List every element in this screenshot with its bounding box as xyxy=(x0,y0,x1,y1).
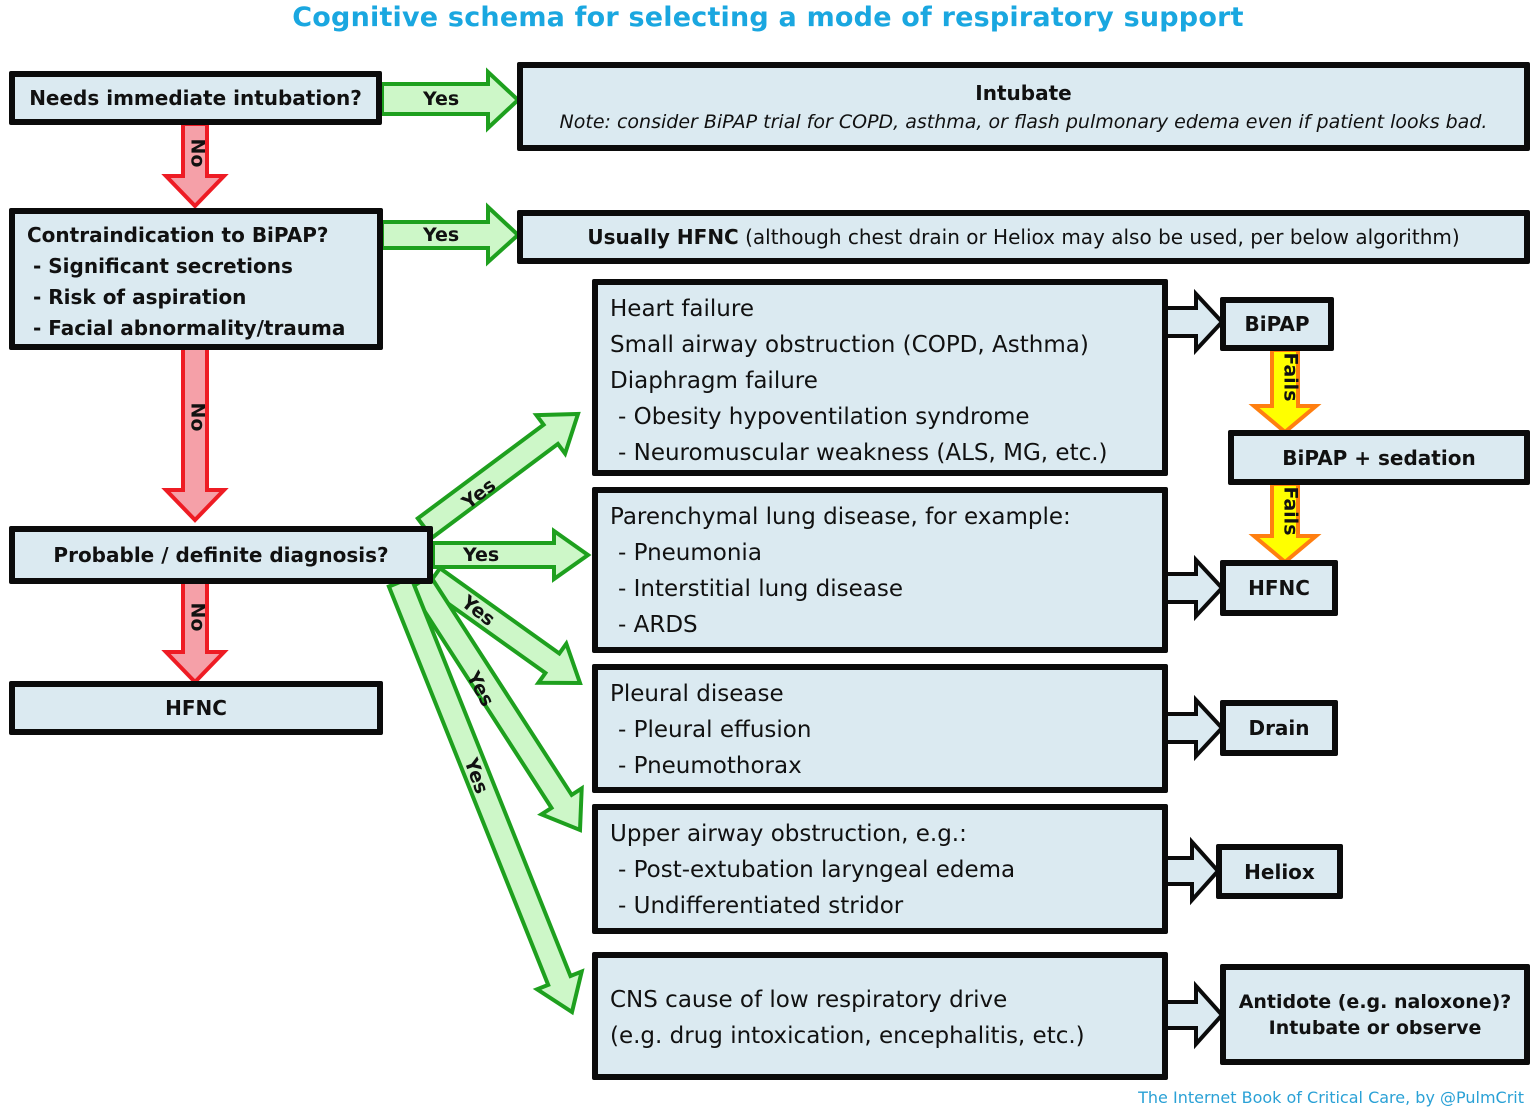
out-arrow-antidote xyxy=(1164,980,1225,1050)
target-text: Drain xyxy=(1248,716,1310,740)
yes-arrow-diagnosis-4 xyxy=(407,572,584,833)
out-arrow-drain xyxy=(1164,694,1225,762)
outcome-rest: (although chest drain or Heliox may also… xyxy=(738,225,1460,249)
outcome-heading: Intubate xyxy=(975,80,1072,105)
fails-arrow-2 xyxy=(1248,482,1322,565)
diagnosis-subitem: - ARDS xyxy=(618,612,698,638)
diagnosis-subitem: - Obesity hypoventilation syndrome xyxy=(618,404,1030,430)
yes-arrow-usually-hfnc xyxy=(380,202,521,267)
diagnosis-line: CNS cause of low respiratory drive xyxy=(610,987,1008,1013)
fails-arrow-1 xyxy=(1248,348,1322,435)
question-diagnosis: Probable / definite diagnosis? xyxy=(9,526,433,584)
yes-arrow-diagnosis-5 xyxy=(386,574,585,1016)
yes-arrow-intubate xyxy=(380,67,521,133)
diagnosis-line: Diaphragm failure xyxy=(610,368,818,394)
outcome-usually-hfnc: Usually HFNC (although chest drain or He… xyxy=(517,210,1530,264)
diagnosis-line: Pleural disease xyxy=(610,681,784,707)
target-text: BiPAP + sedation xyxy=(1282,445,1476,470)
question-bipap-contraindication: Contraindication to BiPAP? - Significant… xyxy=(9,208,383,350)
diagnosis-line: Upper airway obstruction, e.g.: xyxy=(610,821,967,847)
contraindication-item: - Risk of aspiration xyxy=(33,285,247,309)
outcome-note: Note: consider BiPAP trial for COPD, ast… xyxy=(559,110,1488,133)
target-bipap: BiPAP xyxy=(1220,297,1334,351)
target-hfnc: HFNC xyxy=(1220,560,1338,616)
no-arrow-3 xyxy=(161,580,229,685)
diagnosis-subitem: - Neuromuscular weakness (ALS, MG, etc.) xyxy=(618,440,1108,466)
diagnosis-subitem: - Undifferentiated stridor xyxy=(618,893,904,919)
out-arrow-heliox xyxy=(1164,836,1221,906)
diagnosis-subitem: - Interstitial lung disease xyxy=(618,576,903,602)
diagnosis-subitem: - Pleural effusion xyxy=(618,717,812,743)
yes-label: Yes xyxy=(423,224,460,246)
diagnosis-subitem: - Pneumothorax xyxy=(618,753,802,779)
contraindication-item: - Facial abnormality/trauma xyxy=(33,316,346,340)
no-arrow-1 xyxy=(161,122,229,209)
yes-arrow-diagnosis-1 xyxy=(414,411,581,541)
diagnosis-line: Heart failure xyxy=(610,296,754,322)
target-text: HFNC xyxy=(1248,576,1310,600)
outcome-intubate: Intubate Note: consider BiPAP trial for … xyxy=(517,62,1530,151)
no-arrow-2 xyxy=(161,346,229,523)
diagram-title: Cognitive schema for selecting a mode of… xyxy=(292,2,1244,33)
yes-arrow-diagnosis-2 xyxy=(431,527,592,583)
question-text: Probable / definite diagnosis? xyxy=(53,543,389,567)
contraindication-item: - Significant secretions xyxy=(33,254,293,278)
yes-label: Yes xyxy=(423,88,460,110)
no-label: No xyxy=(186,602,209,632)
diagnosis-box-parenchymal: Parenchymal lung disease, for example: -… xyxy=(592,487,1168,653)
diagnosis-line: Small airway obstruction (COPD, Asthma) xyxy=(610,332,1089,358)
out-arrow-bipap xyxy=(1164,288,1225,356)
diagnosis-subitem: - Pneumonia xyxy=(618,540,762,566)
no-label: No xyxy=(186,402,209,432)
out-arrow-hfnc xyxy=(1164,554,1225,622)
question-heading: Contraindication to BiPAP? xyxy=(27,223,329,247)
question-immediate-intubation: Needs immediate intubation? xyxy=(9,71,382,125)
outcome-hfnc-default: HFNC xyxy=(9,681,383,735)
attribution-footer: The Internet Book of Critical Care, by @… xyxy=(1138,1088,1524,1107)
outcome-bold: Usually HFNC xyxy=(587,225,739,249)
target-bipap-sedation: BiPAP + sedation xyxy=(1228,430,1530,485)
target-heliox: Heliox xyxy=(1216,844,1343,899)
diagnosis-line: (e.g. drug intoxication, encephalitis, e… xyxy=(610,1023,1085,1049)
diagnosis-subitem: - Post-extubation laryngeal edema xyxy=(618,857,1016,883)
diagnosis-line: Parenchymal lung disease, for example: xyxy=(610,504,1071,530)
target-text: BiPAP xyxy=(1244,312,1310,336)
target-antidote: Antidote (e.g. naloxone)? Intubate or ob… xyxy=(1220,964,1530,1065)
target-text: Antidote (e.g. naloxone)? xyxy=(1238,990,1512,1013)
target-text: Intubate or observe xyxy=(1268,1016,1482,1039)
diagnosis-box-pleural: Pleural disease - Pleural effusion - Pne… xyxy=(592,664,1168,793)
diagnosis-box-cns: CNS cause of low respiratory drive (e.g.… xyxy=(592,952,1168,1080)
fails-label: Fails xyxy=(1279,486,1302,536)
question-text: Needs immediate intubation? xyxy=(29,86,362,110)
yes-arrow-diagnosis-3 xyxy=(423,565,583,686)
yes-label: Yes xyxy=(463,544,500,566)
target-text: Heliox xyxy=(1244,859,1315,884)
outcome-text: HFNC xyxy=(165,696,227,720)
no-label: No xyxy=(186,138,209,168)
diagnosis-box-upper-airway: Upper airway obstruction, e.g.: - Post-e… xyxy=(592,804,1168,934)
fails-label: Fails xyxy=(1279,352,1302,402)
diagnosis-box-heart-airway-diaphragm: Heart failure Small airway obstruction (… xyxy=(592,279,1168,476)
target-drain: Drain xyxy=(1220,700,1338,756)
